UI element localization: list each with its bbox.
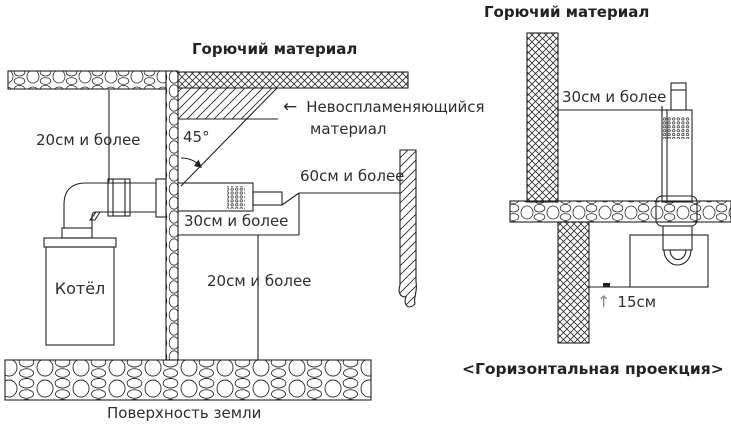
ground-surface-label: Поверхность земли — [107, 404, 262, 422]
nonflammable-label-line1: Невоспламеняющийся — [306, 98, 485, 116]
dim-60cm-label: 60см и более — [300, 167, 405, 185]
dim-30cm-plan-line — [557, 106, 663, 114]
combustible-bar-lower — [557, 221, 590, 344]
combustible-bar-upper — [526, 32, 559, 203]
nonflammable-label-line2: материал — [310, 120, 387, 138]
ceiling-left-band — [7, 70, 167, 90]
side-view — [4, 70, 417, 401]
dim-20cm-bottom-line — [177, 230, 259, 360]
ground-band — [4, 359, 372, 401]
nonflammable-zone — [178, 88, 276, 119]
plan-wall-band — [509, 200, 731, 223]
up-arrow-icon: ↑ — [597, 292, 611, 311]
boiler-label: Котёл — [54, 279, 106, 298]
boiler — [43, 227, 117, 346]
dim-15cm-value: 15см — [617, 292, 657, 311]
dim-15cm-tick — [603, 283, 610, 287]
flue-pipe — [63, 178, 300, 228]
45deg-line — [180, 87, 278, 187]
plan-boiler-outline — [629, 234, 709, 288]
nonflammable-material-label: ← Невоспламеняющийся материал — [283, 96, 485, 140]
plan-flue-terminal — [655, 82, 698, 266]
dim-30cm-plan-label: 30см и более — [562, 88, 667, 106]
dim-15cm-label: ↑ 15см — [597, 292, 656, 311]
house-wall — [165, 70, 179, 361]
plan-view — [509, 32, 731, 344]
angle-45-label: 45° — [183, 128, 210, 146]
adjacent-wall — [398, 149, 417, 308]
plan-flue-perforations — [663, 117, 690, 139]
combustible-ceiling-band — [177, 71, 409, 89]
plan-view-title: Горючий материал — [484, 3, 650, 21]
plan-view-caption: <Горизонтальная проекция> — [462, 360, 724, 378]
dim-30cm-label: 30см и более — [184, 212, 289, 230]
angle-arc-arrowhead — [194, 159, 202, 168]
left-arrow-icon: ← — [283, 97, 298, 117]
side-view-title: Горючий материал — [192, 40, 358, 58]
dim-20cm-top-label: 20см и более — [36, 131, 141, 149]
flue-terminal-perforations — [227, 186, 245, 209]
dim-20cm-bottom-label: 20см и более — [207, 272, 312, 290]
